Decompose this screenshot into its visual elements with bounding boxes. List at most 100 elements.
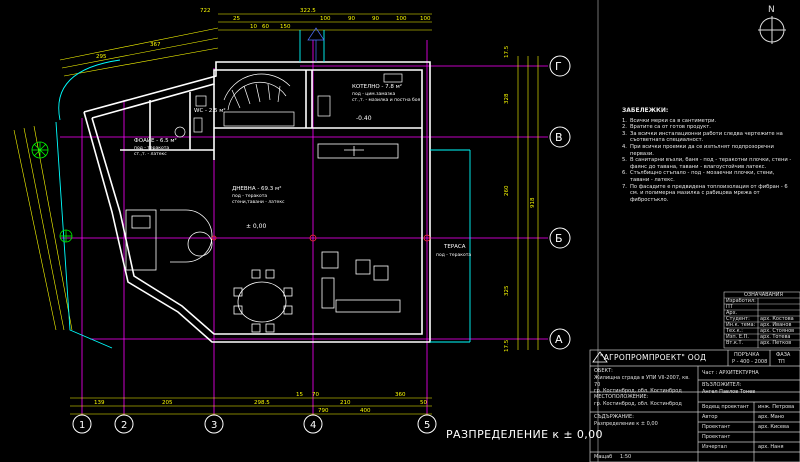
sign-role: Изчертал [702, 444, 727, 450]
dim-text: 25 [233, 16, 240, 22]
assignor-label: ВЪЗЛОЖИТЕЛ: [702, 382, 742, 388]
section-marker [307, 27, 325, 62]
dim-text: 295 [96, 54, 107, 60]
room-name: WC - 2.5 м² [194, 107, 226, 114]
dim-text: 15 [296, 392, 303, 398]
legend-row-value: арх. Тотева [760, 334, 791, 340]
dim-text: 17.5 [504, 339, 510, 352]
dim-text: 150 [280, 24, 291, 30]
grid-lines-vertical [81, 40, 428, 420]
location-text: гр. Костинброд, обл. Костинброд [594, 401, 682, 407]
north-arrow-icon: N [758, 5, 786, 44]
dim-text: 722 [200, 8, 211, 14]
level-mark: ± 0,00 [246, 223, 266, 230]
grid-col-label: 2 [121, 420, 127, 431]
sign-role: Проектант [702, 434, 731, 440]
order-label: ПОРЪЧКА [734, 352, 760, 358]
level-mark: -0.40 [356, 115, 372, 122]
grid-col-label: 1 [79, 420, 85, 431]
company-name: "АГРОПРОМПРОЕКТ" ООД [600, 353, 707, 362]
phase-value: ТП [778, 359, 785, 365]
sign-name: арх. Наня [758, 444, 784, 450]
note-item: 2.Вратите са от готов продукт. [622, 124, 711, 131]
room-sub: стени,тавани - латекс [232, 200, 285, 205]
note-item: 6.Стълбищно стъпало - под - мозаечни пло… [622, 170, 775, 183]
room-sub: ст.,т. - мазилка и постна боя [352, 97, 421, 103]
building-walls [83, 61, 431, 343]
living-furniture [317, 143, 401, 313]
grid-row-label: Г [555, 60, 562, 73]
assignor-text: Ангел Павлов Тонев [702, 389, 756, 395]
legend-row-value: арх. Петков [760, 340, 792, 346]
company-logo-icon [592, 351, 608, 363]
legend-header: ОЗНАЧАВАНИЯ [744, 292, 783, 298]
dim-text: 10 [250, 24, 257, 30]
grid-col-label: 5 [424, 420, 430, 431]
note-item: 7.По фасадите е предвидена топлоизолация… [622, 183, 788, 203]
dimension-texts-right: 328 260 325 918 17.5 17.5 [504, 45, 536, 352]
note-item: 4.При всички проемки да се изпълнят подп… [622, 143, 774, 157]
legend-row-label: Ин.к. тема: [726, 322, 756, 328]
dim-text: 50 [420, 400, 427, 406]
legend-table [723, 291, 800, 349]
dim-text: 139 [94, 400, 105, 406]
content-label: СЪДЪРЖАНИЕ: [594, 414, 634, 420]
order-number: Р - 400 - 2008 [732, 359, 768, 365]
room-sub: под - теракота [232, 194, 267, 199]
dining-table [233, 269, 293, 333]
dim-text: 400 [360, 408, 371, 414]
legend-row-label: Изработил: [726, 298, 756, 304]
notes-title: ЗАБЕЛЕЖКИ: [622, 107, 669, 114]
dim-text: 60 [262, 24, 269, 30]
dim-text: 90 [372, 16, 379, 22]
dim-text: 100 [396, 16, 407, 22]
dim-text: 210 [340, 400, 351, 406]
grid-col-label: 3 [211, 420, 217, 431]
stairs [223, 73, 295, 127]
phase-label: ФАЗА [776, 352, 791, 358]
legend-row-label: Изп. Е.П. [726, 334, 749, 340]
dim-text: 328 [504, 93, 510, 104]
dim-text: 325 [504, 285, 510, 296]
dim-text: 90 [348, 16, 355, 22]
sign-name: инж. Петрова [758, 404, 795, 410]
room-name: КОТЕЛНО - 7.8 м² [352, 83, 402, 90]
grid-row-label: В [555, 131, 563, 144]
note-item: 5.В санитарни възли, баня - под - терако… [622, 157, 792, 170]
scale-value: 1:50 [620, 454, 632, 460]
terrace-outline [55, 30, 471, 349]
sign-role: Автор [702, 414, 718, 420]
legend-row-value: арх. Иванов [760, 322, 792, 328]
sheet-title: РАЗПРЕДЕЛЕНИЕ к ± 0,00 [446, 428, 603, 441]
room-name: ТЕРАСА [443, 244, 466, 250]
title-block-frame [589, 349, 800, 462]
note-item: 3.За всички инсталационни работи следва … [622, 130, 783, 144]
sign-name: арх. Кисева [758, 424, 790, 430]
room-sub: под - теракота [134, 146, 169, 151]
legend-row-label: Тех.к.: [726, 328, 743, 334]
grid-col-label: 4 [310, 420, 316, 431]
room-name: ДНЕВНА - 69.3 м² [232, 185, 281, 192]
grid-row-label: Б [555, 232, 563, 245]
legend-row-value: арх. Стоянов [760, 328, 795, 334]
room-sub: под - теракота [436, 253, 471, 258]
grid-bubbles-rows: Г В Б А [549, 55, 571, 350]
dim-text: 260 [504, 185, 510, 196]
scale-label: Мащаб [594, 454, 613, 460]
dim-text: 790 [318, 408, 329, 414]
content-text: Разпределение к ± 0,00 [594, 421, 658, 427]
dim-text: 100 [320, 16, 331, 22]
object-label: ОБЕКТ: [594, 368, 613, 374]
dim-text: 367 [150, 42, 161, 48]
notes-panel: ЗАБЕЛЕЖКИ: 1.Всички мерки са в сантиметр… [622, 107, 794, 203]
legend-row-label: ПТ [726, 304, 733, 310]
dim-text: 918 [530, 197, 536, 208]
grid-bubbles-cols: 1 2 3 4 5 [72, 414, 437, 434]
grid-row-label: А [555, 333, 563, 346]
dimension-texts: 722 322.5 25 100 90 90 100 100 10 60 150… [94, 8, 431, 414]
room-sub: ст.,т. - латекс [134, 152, 167, 157]
tree-icon [31, 141, 73, 243]
legend-row-value: арх. Костова [760, 316, 794, 322]
dim-text: 100 [420, 16, 431, 22]
